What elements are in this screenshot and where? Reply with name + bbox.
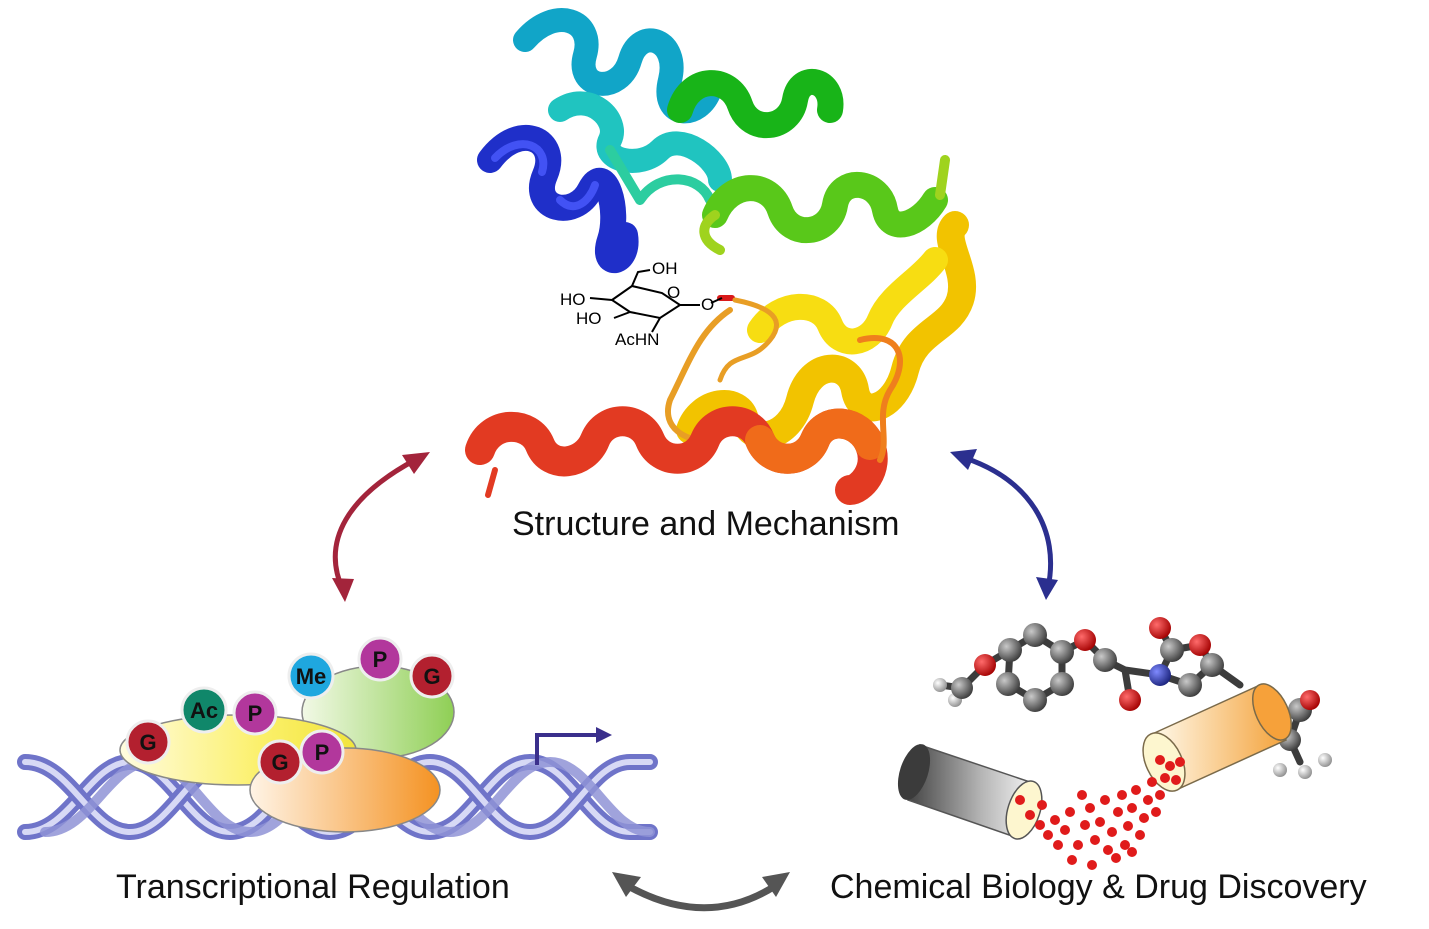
ptm-g-mark-2: G <box>409 653 455 699</box>
ptm-me-mark: Me <box>287 652 335 700</box>
ptm-me-label: Me <box>296 664 327 689</box>
ptm-ac-label: Ac <box>190 698 218 723</box>
achn-label: AcHN <box>615 330 659 349</box>
ptm-p2-label: P <box>373 647 388 672</box>
label-transcriptional-regulation: Transcriptional Regulation <box>116 868 510 906</box>
molecule-atoms <box>933 617 1332 779</box>
ptm-p-mark-2: P <box>357 636 403 682</box>
label-structure-and-mechanism: Structure and Mechanism <box>512 505 900 543</box>
glcnac-labels: OH HO O HO O AcHN <box>560 259 714 349</box>
protein-ribbon-structure <box>465 8 976 505</box>
ptm-g-mark: G <box>125 719 171 765</box>
helix-red <box>465 335 903 505</box>
glcnac-structure <box>589 269 723 333</box>
helix-yellow <box>665 211 976 450</box>
ho-left2-label: HO <box>576 309 602 328</box>
helix-green <box>667 68 950 255</box>
drug-particles <box>1015 755 1185 870</box>
ptm-g-mark-3: G <box>257 739 303 785</box>
glyco-o-label: O <box>701 295 714 314</box>
ptm-ac-mark: Ac <box>180 686 228 734</box>
ptm-p1-label: P <box>248 701 263 726</box>
ptm-g3-label: G <box>271 750 288 775</box>
helix-blue <box>477 125 639 273</box>
ptm-marks: G Ac P Me P G G P <box>125 636 455 785</box>
loop-orange <box>717 297 779 383</box>
ptm-p-mark: P <box>232 690 278 736</box>
ring-o-label: O <box>667 283 680 302</box>
ho-left1-label: HO <box>560 290 586 309</box>
ptm-g1-label: G <box>139 730 156 755</box>
arrow-transcription-chembio <box>612 872 790 912</box>
label-chemical-biology-drug-discovery: Chemical Biology & Drug Discovery <box>830 868 1367 906</box>
capsule-orange <box>1142 683 1293 792</box>
arrow-structure-chembio <box>950 449 1058 600</box>
capsule-gray <box>897 744 1043 840</box>
ptm-g2-label: G <box>423 664 440 689</box>
ptm-p3-label: P <box>315 740 330 765</box>
transcription-start-arrow <box>535 727 612 765</box>
oh-top-label: OH <box>652 259 678 278</box>
ptm-p-mark-3: P <box>299 729 345 775</box>
arrow-structure-transcription <box>332 452 430 602</box>
